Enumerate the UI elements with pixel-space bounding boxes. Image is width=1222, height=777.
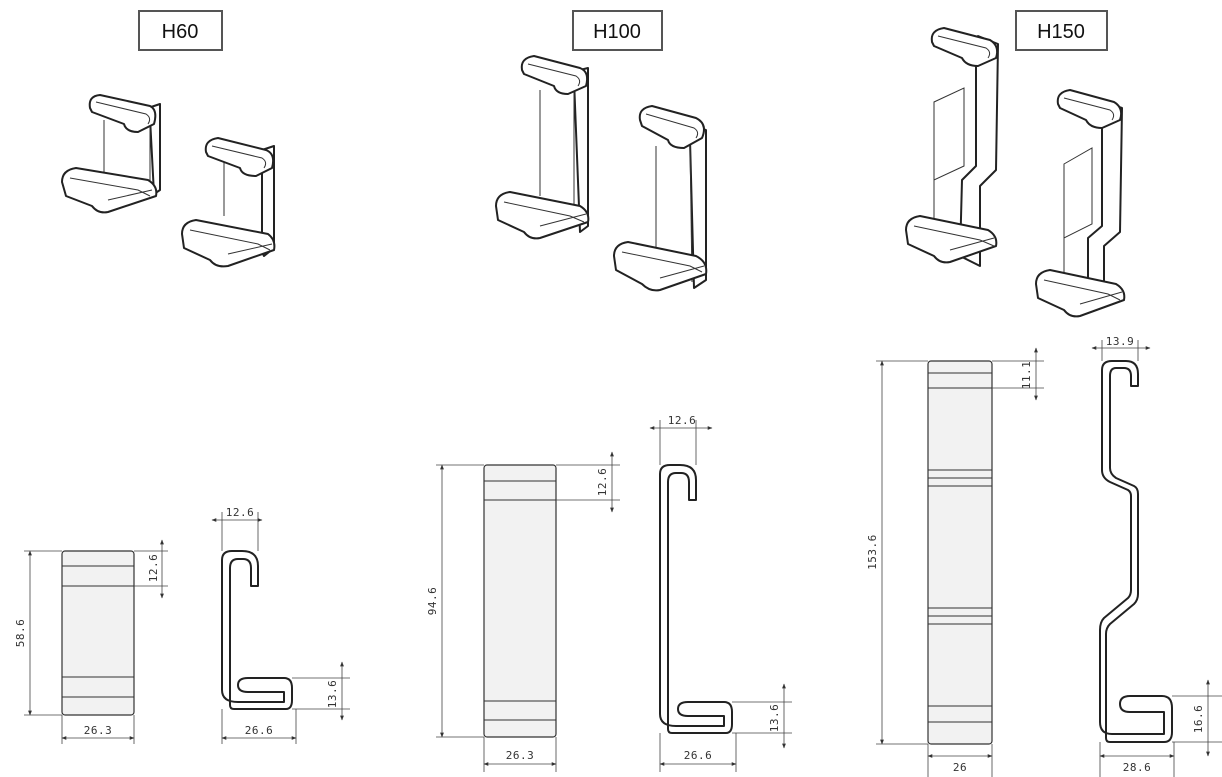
- ortho-h150-front: 153.6 11.1 26: [866, 347, 1044, 777]
- ortho-h100-side: 12.6 13.6 26.6: [649, 414, 792, 772]
- dim-h100-hook-width: 12.6: [668, 414, 697, 427]
- dim-h150-side-width: 28.6: [1123, 761, 1152, 774]
- dim-h60-side-width: 26.6: [245, 724, 274, 737]
- dim-h100-side-width: 26.6: [684, 749, 713, 762]
- iso-h60-left: [61, 94, 161, 214]
- ortho-h60-front: 58.6 12.6 26.3: [14, 539, 168, 744]
- dim-h60-hook-width: 12.6: [226, 506, 255, 519]
- ortho-h100-front: 94.6 12.6 26.3: [426, 451, 620, 772]
- dim-h150-hook-width: 13.9: [1106, 335, 1135, 348]
- model-label-h100: H100: [593, 21, 641, 43]
- iso-h150-right: [1035, 89, 1126, 318]
- dim-h100-height: 94.6: [426, 587, 439, 616]
- dim-h100-top-band: 12.6: [596, 468, 609, 497]
- dim-h100-bottom-hook: 13.6: [768, 704, 781, 733]
- dim-h60-height: 58.6: [14, 619, 27, 648]
- dim-h60-front-width: 26.3: [84, 724, 113, 737]
- label-box-h150: H150: [1015, 10, 1108, 51]
- label-box-h100: H100: [572, 10, 663, 51]
- iso-h100-left: [495, 55, 590, 240]
- dim-h150-height: 153.6: [866, 534, 879, 570]
- dim-h60-top-band: 12.6: [147, 554, 160, 583]
- dim-h150-front-width: 26: [953, 761, 967, 774]
- dim-h150-top-band: 11.1: [1020, 361, 1033, 390]
- ortho-h60-side: 12.6 13.6 26.6: [211, 506, 350, 744]
- dim-h100-front-width: 26.3: [506, 749, 535, 762]
- model-label-h60: H60: [162, 21, 199, 43]
- dim-h60-bottom-hook: 13.6: [326, 680, 339, 709]
- model-label-h150: H150: [1037, 21, 1085, 43]
- iso-h60-right: [181, 137, 276, 268]
- ortho-h150-side: 13.9 16.6 28.6: [1091, 335, 1222, 777]
- dim-h150-bottom-hook: 16.6: [1192, 705, 1205, 734]
- label-box-h60: H60: [138, 10, 223, 51]
- iso-h150-left: [905, 27, 999, 267]
- iso-h100-right: [613, 105, 708, 292]
